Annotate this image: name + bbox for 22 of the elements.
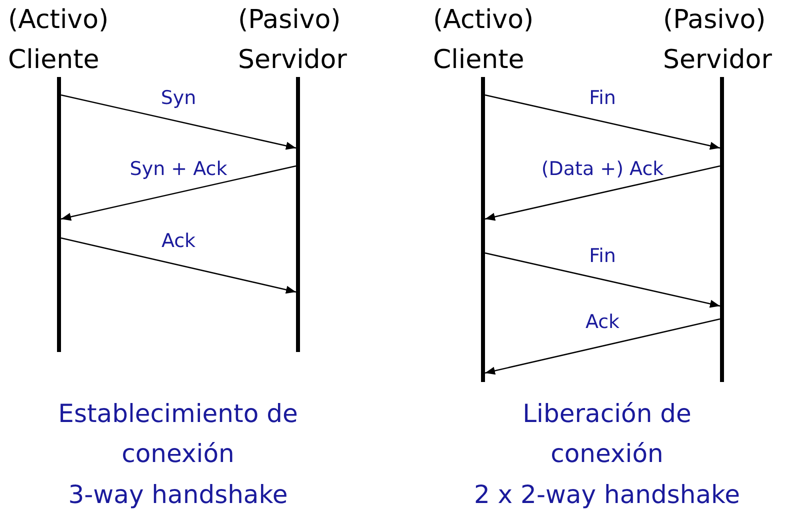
message-arrow (484, 252, 720, 308)
edge-label: Ack (585, 311, 620, 333)
edge-label: Fin (589, 244, 616, 266)
edge-label: Fin (589, 86, 616, 108)
lifeline-heading: (Activo) Cliente (8, 4, 110, 77)
message-arrow (60, 165, 296, 221)
edge-label: Syn + Ack (130, 158, 228, 180)
edge-label: (Data +) Ack (541, 158, 664, 180)
caption: Establecimiento de conexión (57, 398, 299, 470)
message-arrow (60, 94, 296, 150)
message-arrow (484, 94, 720, 150)
lifeline-heading: (Pasivo) Servidor (663, 4, 773, 77)
message-arrow (484, 165, 720, 221)
message-arrow (484, 318, 720, 375)
lifeline-heading: (Activo) Cliente (433, 4, 535, 77)
caption: 2 x 2-way handshake (472, 479, 742, 511)
edge-label: Syn (160, 86, 196, 108)
message-arrow (60, 237, 296, 294)
edge-label: Ack (161, 230, 196, 252)
caption: 3-way handshake (67, 479, 289, 511)
caption: Liberación de conexión (522, 398, 692, 470)
lifeline-heading: (Pasivo) Servidor (238, 4, 348, 77)
